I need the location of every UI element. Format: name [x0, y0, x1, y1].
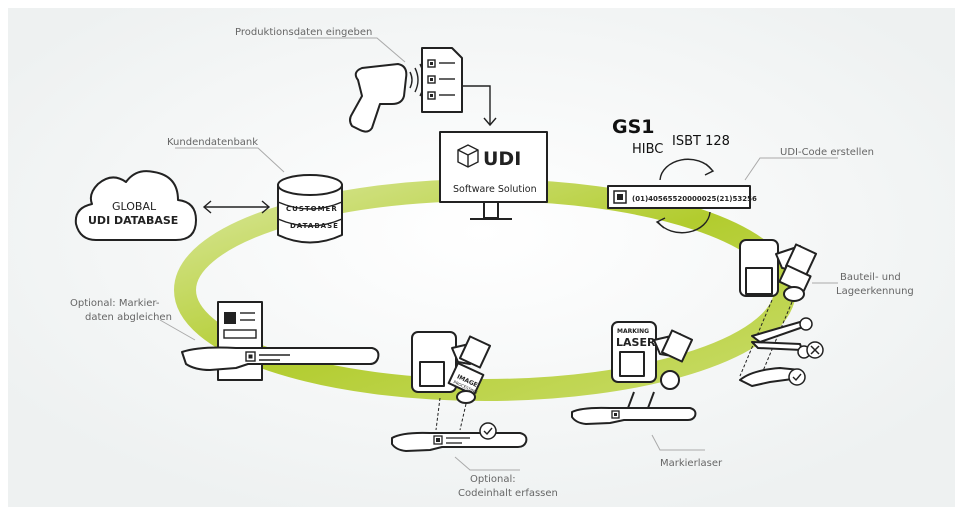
leader-codeinhalt: [454, 456, 520, 471]
standard-isbt: ISBT 128: [672, 134, 730, 149]
instrument-laser: [571, 406, 697, 425]
label-codeinhalt-1: Optional:: [470, 474, 516, 485]
leader-kundendatenbank: [175, 147, 285, 173]
detection-camera: [739, 239, 818, 379]
marking-laser: MARKING LASER: [611, 321, 694, 409]
standard-gs1: GS1: [612, 116, 655, 138]
accept-icon: [788, 368, 806, 386]
label-kundendatenbank: Kundendatenbank: [167, 137, 258, 148]
leader-markierlaser: [651, 434, 705, 451]
global-udi-cloud: GLOBAL UDI DATABASE: [74, 170, 197, 241]
image-processing-camera: IMAGE PROCESSING: [411, 331, 492, 431]
cloud-line-1: GLOBAL: [112, 200, 157, 213]
leader-produktionsdaten: [298, 37, 406, 63]
label-udi-code-erstellen: UDI-Code erstellen: [780, 147, 874, 158]
label-markierdaten-2: daten abgleichen: [85, 312, 172, 323]
sync-arrow-icon: [202, 200, 271, 214]
laser-line-1: MARKING: [617, 328, 649, 335]
label-bauteil-2: Lageerkennung: [836, 286, 914, 297]
udi-code-label: (01)40565520000025(21)53256: [607, 158, 757, 234]
label-markierdaten-1: Optional: Markier-: [70, 298, 160, 309]
arrow-form-to-software-icon: [462, 85, 497, 127]
database-line-1: CUSTOMER: [286, 205, 338, 213]
customer-database-icon: CUSTOMER DATABASE: [277, 174, 343, 244]
label-produktionsdaten: Produktionsdaten eingeben: [235, 27, 372, 38]
leader-markierdaten: [159, 319, 196, 341]
reject-icon: [806, 341, 824, 359]
label-codeinhalt-2: Codeinhalt erfassen: [458, 488, 558, 499]
leader-udi-code: [744, 157, 838, 181]
cube-icon: [457, 144, 479, 168]
production-form-icon: [421, 47, 463, 113]
laser-line-2: LASER: [616, 336, 656, 349]
udi-software-monitor: UDI Software Solution: [439, 131, 548, 220]
check-icon: [479, 422, 497, 440]
udi-code-text: (01)40565520000025(21)53256: [632, 195, 757, 203]
scissors-instrument: [751, 317, 813, 359]
monitor-title: UDI: [483, 148, 521, 170]
cloud-line-2: UDI DATABASE: [88, 214, 178, 227]
database-line-2: DATABASE: [290, 222, 339, 230]
monitor-subtitle: Software Solution: [453, 184, 537, 195]
instrument-left: [181, 346, 380, 371]
instrument-camera: [391, 422, 528, 452]
standard-hibc: HIBC: [632, 142, 663, 157]
label-markierlaser: Markierlaser: [660, 458, 723, 469]
label-bauteil-1: Bauteil- und: [840, 272, 901, 283]
